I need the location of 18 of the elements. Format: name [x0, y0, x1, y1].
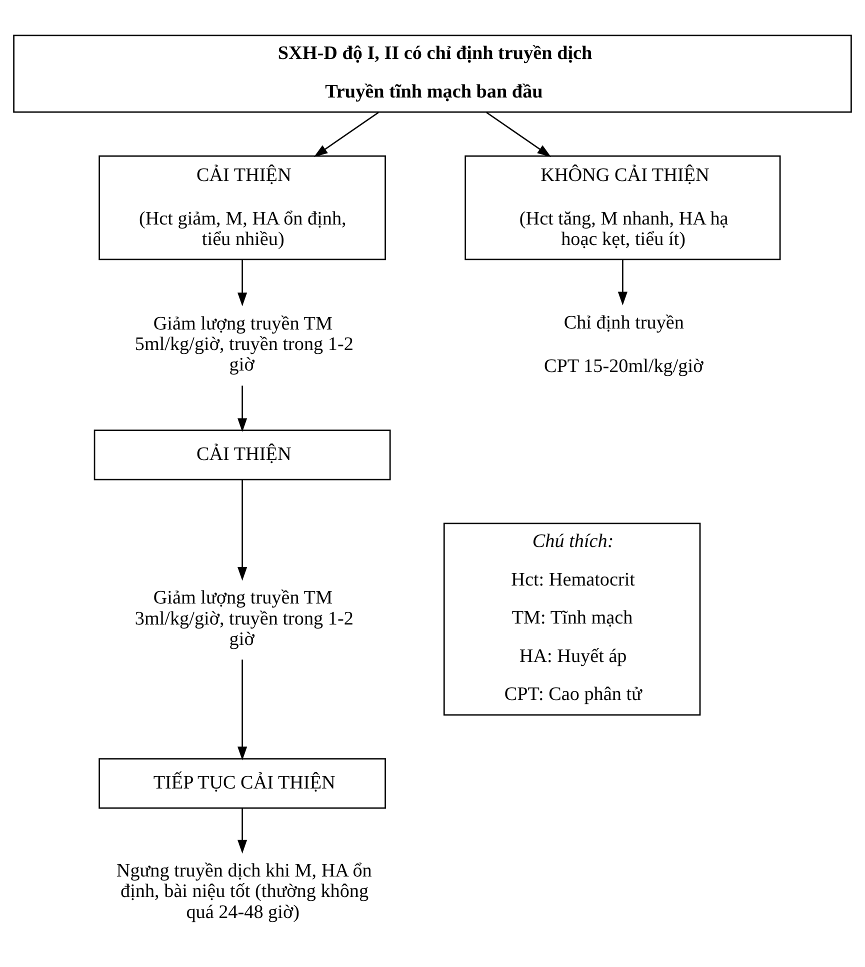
node-text: Giảm lượng truyền TM 3ml/kg/giờ, truyền trong 1-2 giờ [134, 587, 354, 650]
node-box: Chú thích: Hct: Hematocrit TM: Tĩnh mạch HA: Huyết áp CPT: Cao phân tử [443, 522, 701, 716]
node-text: Giảm lượng truyền TM 5ml/kg/giờ, truyền trong 1-2 giờ [134, 313, 354, 376]
arrow [618, 259, 628, 305]
node-box: CẢI THIỆN (Hct giảm, M, HA ổn định, tiểu nhiều) [98, 154, 386, 260]
arrow [314, 111, 379, 156]
arrow [486, 111, 552, 156]
arrow [238, 659, 248, 760]
node-box: KHÔNG CẢI THIỆN (Hct tăng, M nhanh, HA hạ hoạc kẹt, tiểu ít) [464, 154, 781, 260]
node-box: CẢI THIỆN [94, 429, 391, 480]
node-box: SXH-D độ I, II có chỉ định truyền dịch Truyền tĩnh mạch ban đầu [13, 34, 852, 112]
arrow [238, 479, 248, 580]
node-text: Ngưng truyền dịch khi M, HA ổn định, bài niệu tốt (thường không quá 24-48 giờ) [116, 860, 372, 922]
arrow [238, 259, 248, 306]
node-box: TIẾP TỤC CẢI THIỆN [98, 758, 386, 808]
arrow [238, 385, 248, 432]
arrow [238, 808, 248, 854]
node-text: Chỉ định truyền CPT 15-20ml/kg/giờ [544, 312, 704, 376]
